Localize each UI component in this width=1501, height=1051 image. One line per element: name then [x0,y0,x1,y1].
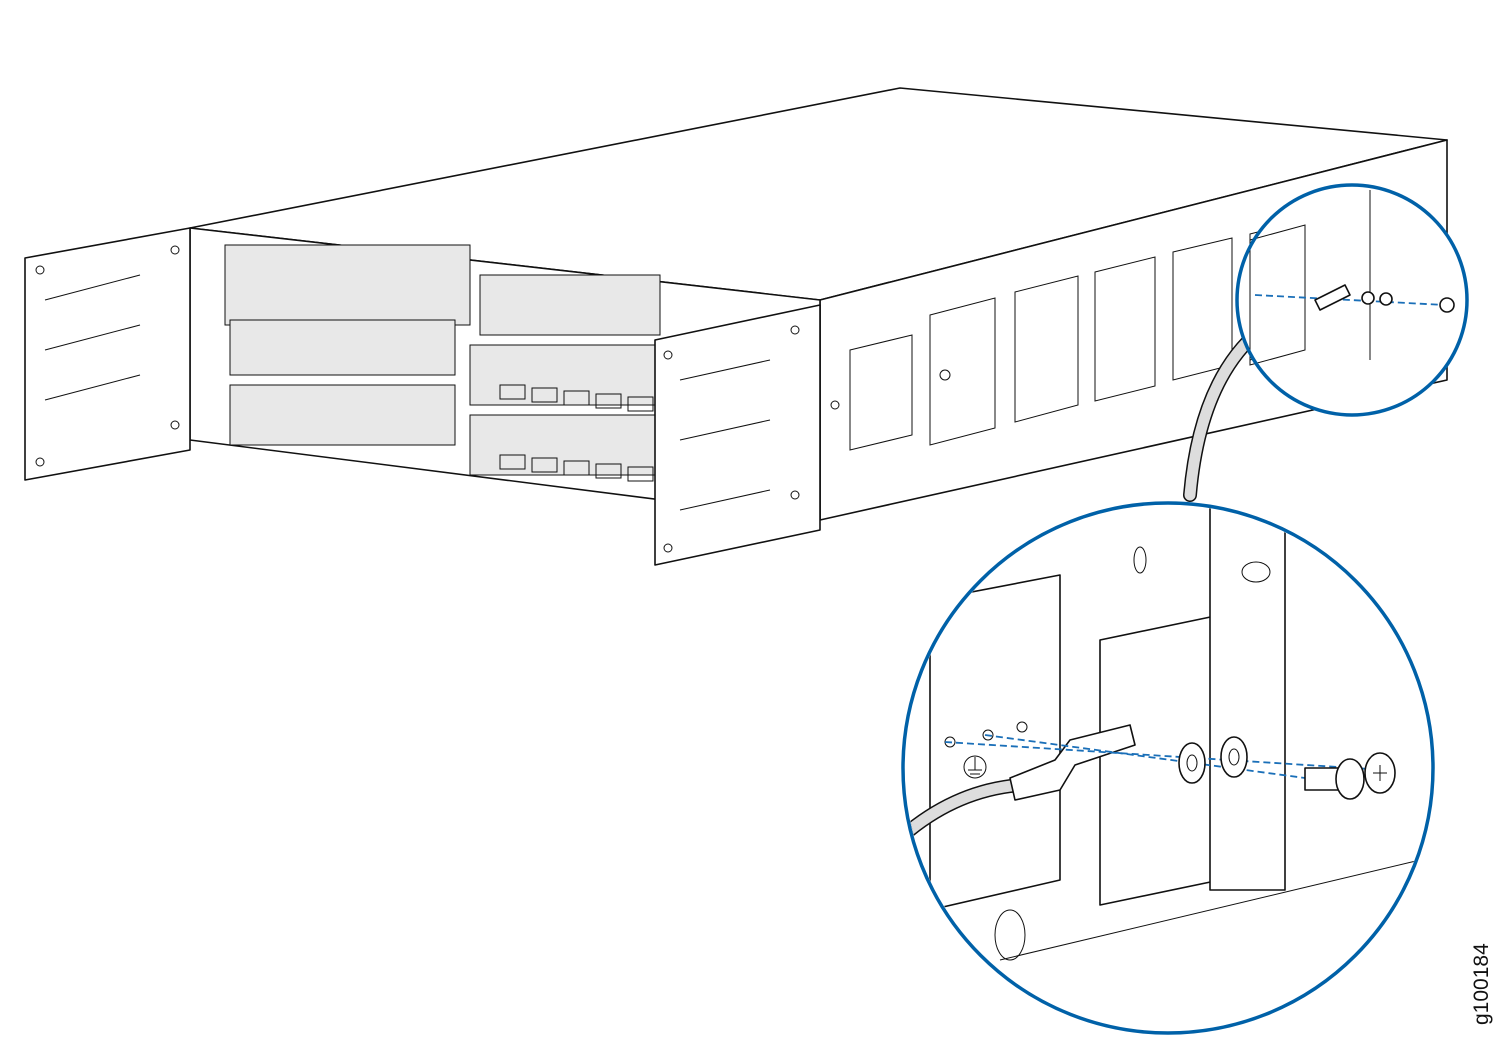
ear-holes [35,245,800,553]
ground-lug-small [1314,284,1351,311]
ground-lug [1009,724,1136,801]
left-mounting-ear [24,227,191,481]
washer [1220,736,1248,778]
screw-shaft [1304,767,1341,791]
line-cards [224,244,661,482]
large-detail-view [901,501,1435,1035]
figure-id-label: g100184 [1470,943,1493,1025]
right-mounting-ear [654,304,821,566]
small-detail-view [1235,183,1469,417]
ground-symbol-icon [963,755,987,779]
chassis [24,87,1448,566]
washer [1178,742,1206,784]
